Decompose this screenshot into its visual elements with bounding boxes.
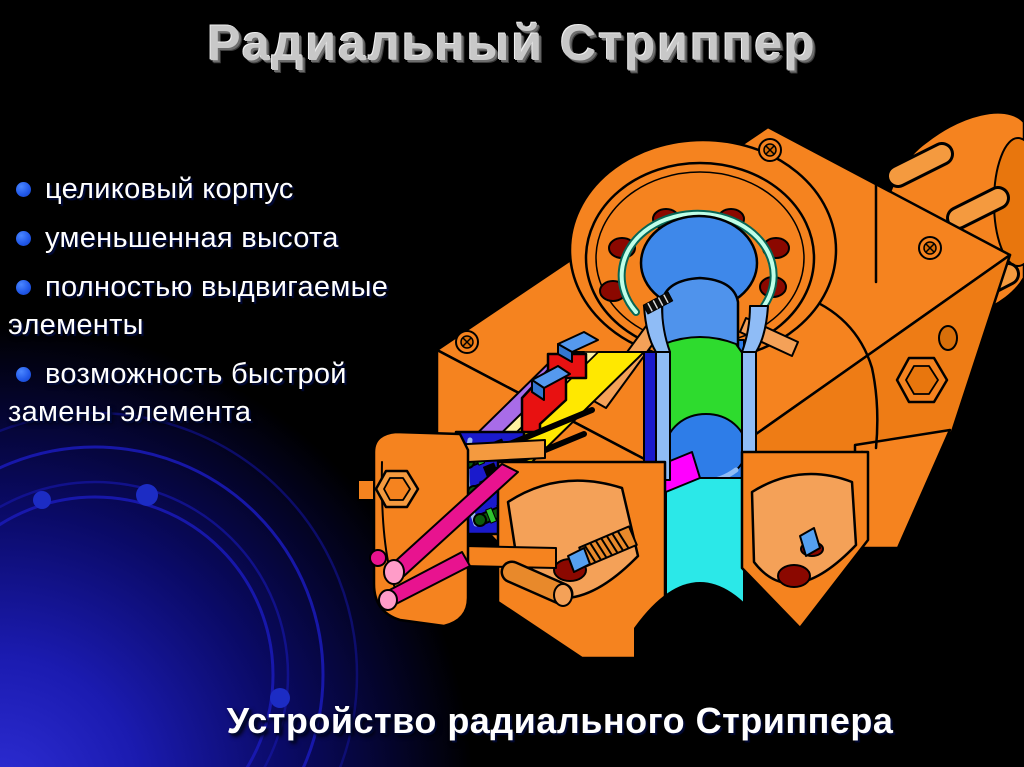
bullet-item: целиковый корпус [8,170,460,208]
right-face-hex-bolt [895,356,949,404]
bullet-item: полностью выдвигаемые элементы [8,268,460,344]
lever-tip-pink [378,589,398,611]
clip-blue [799,527,821,557]
bullet-text: полностью выдвигаемые [45,271,389,303]
bullet-item: возможность быстрой замены элемента [8,355,460,431]
bullet-text-wrap: элементы [8,309,144,341]
bullet-dot-icon [16,280,31,295]
left-actuator-assembly [357,430,638,628]
bullet-text-wrap: замены элемента [8,396,252,428]
pin-cylinder [500,560,574,607]
slide-title: Радиальный Стриппер [207,15,817,71]
hatched-plug [642,291,674,315]
bullet-dot-icon [16,182,31,197]
leg-hole [777,564,811,588]
release-lever-magenta [369,463,519,611]
radial-stripper-machine [357,111,1024,660]
front-right-leg [740,450,870,630]
bullet-item: уменьшенная высота [8,219,460,257]
arc-node-dots [33,484,290,708]
bullet-text: возможность быстрой [45,358,347,390]
bore-exit-arch [634,582,766,660]
slide-caption: Устройство радиального Стриппера [226,700,894,741]
spring-clip-blue [567,547,591,573]
bullet-text: уменьшенная высота [45,222,339,254]
bullet-text: целиковый корпус [45,173,294,205]
clevis-stub [357,479,375,501]
bore-tube-walls [643,305,769,481]
bullet-dot-icon [16,231,31,246]
seal-ring-arc [617,209,778,316]
bullet-dot-icon [16,367,31,382]
clevis-hex-bolt [374,469,420,509]
lever-tip-pink [383,559,405,585]
bullet-list: целиковый корпус уменьшенная высота полн… [8,170,460,442]
socket-screws [455,138,942,354]
background-arcs [0,411,359,767]
right-face-hole [938,325,958,351]
